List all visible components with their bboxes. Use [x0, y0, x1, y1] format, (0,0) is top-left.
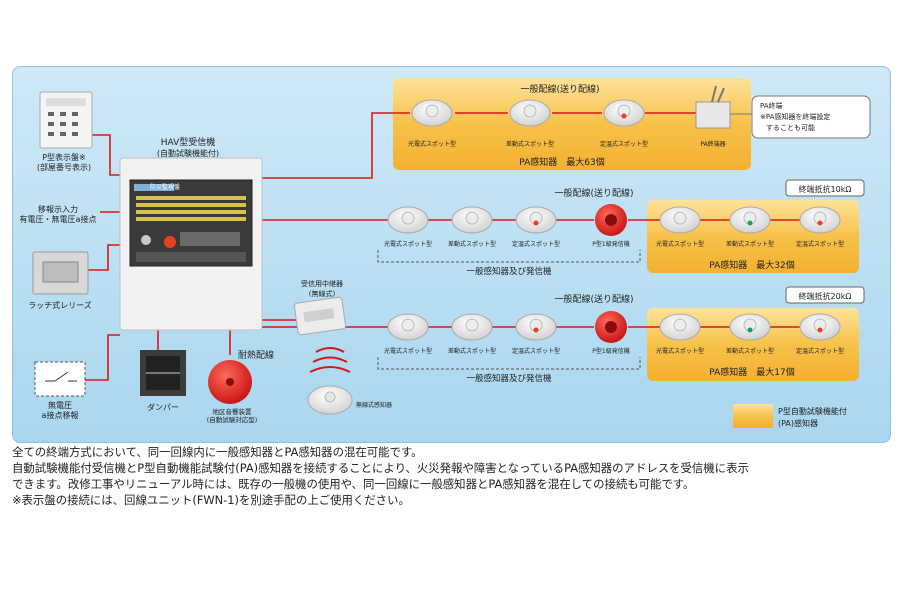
receiver [119, 157, 263, 331]
receiver-subtitle: (自動試験機能付) [157, 148, 219, 158]
line2-terminal: 終端抵抗10kΩ [799, 184, 852, 194]
device-label: 差動式スポット型 [448, 347, 496, 355]
detector-icon [729, 206, 771, 234]
line1-pa-label: PA感知器 最大63個 [519, 156, 604, 168]
detector-icon [515, 206, 557, 234]
device-label: 差動式スポット型 [726, 347, 774, 355]
receiver-screen-title: 防災監視盤 [150, 183, 180, 191]
pa-note-1: PA終端 [760, 101, 783, 110]
wireless-waves [309, 347, 351, 373]
device-label: 光電式スポット型 [384, 240, 432, 248]
detector-icon [799, 206, 841, 234]
line2-header: 一般配線(送り配線) [554, 187, 633, 199]
bell [208, 360, 252, 404]
device-label: 定温式スポット型 [512, 347, 560, 355]
detector-icon [729, 313, 771, 341]
line3-general-label: 一般感知器及び発信機 [466, 373, 552, 384]
note-line: 自動試験機能付受信機とP型自動機能試験付(PA)感知器を接続することにより、火災… [12, 461, 749, 475]
device-label: 光電式スポット型 [384, 347, 432, 355]
line3-pa-label: PA感知器 最大17個 [709, 366, 794, 378]
p-display-sublabel: (部屋番号表示) [37, 162, 91, 172]
line3-terminal: 終端抵抗20kΩ [799, 291, 852, 301]
detector-icon [509, 99, 551, 127]
device-label: 光電式スポット型 [656, 240, 704, 248]
device-label: 定温式スポット型 [796, 240, 844, 248]
wireless-detector-label: 無線式感知器 [356, 401, 392, 409]
detector-icon [411, 99, 453, 127]
detector-icon [515, 313, 557, 341]
device-label: 光電式スポット型 [656, 347, 704, 355]
bracket-line3 [377, 357, 641, 370]
note-line: ※表示盤の接続には、回線ユニット(FWN-1)を別途手配の上ご使用ください。 [12, 493, 410, 507]
device-label: 定温式スポット型 [796, 347, 844, 355]
detector-icon [451, 206, 493, 234]
terminal-box-20k [785, 286, 865, 304]
detector-icon [451, 313, 493, 341]
line2-general-label: 一般感知器及び発信機 [466, 266, 552, 277]
latch-relay-label: ラッチ式レリーズ [28, 300, 92, 310]
device-label: PA終端器 [700, 140, 725, 148]
note-line: できます。改修工事やリニューアル時には、既存の一般機の使用や、同一回線に一般感知… [12, 477, 695, 491]
detector-icon [799, 313, 841, 341]
device-label: 差動式スポット型 [726, 240, 774, 248]
p-display [39, 91, 93, 149]
wireless-relay [293, 296, 347, 336]
pa-note-3: することも可能 [766, 123, 815, 132]
transfer-label-1: 移報示入力 [38, 204, 78, 214]
line1-header: 一般配線(送り配線) [520, 83, 599, 95]
device-label: 定温式スポット型 [512, 240, 560, 248]
device-label: 光電式スポット型 [408, 140, 456, 148]
pa-note-2: ※PA感知器を終端設定 [760, 112, 830, 121]
device-label: 差動式スポット型 [506, 140, 554, 148]
pa-area-line1 [393, 78, 751, 170]
terminal-box-10k [785, 179, 865, 197]
relay-label-2: (無線式) [309, 289, 336, 298]
wireless-detector [307, 385, 353, 415]
latch-relay [32, 251, 89, 295]
detector-icon [603, 99, 645, 127]
pa-terminal-device [695, 85, 731, 129]
device-label: 定温式スポット型 [600, 140, 648, 148]
notes: 全ての終端方式において、同一回線内に一般感知器とPA感知器の混在可能です。 自動… [12, 444, 892, 508]
note-line: 全ての終端方式において、同一回線内に一般感知器とPA感知器の混在可能です。 [12, 445, 423, 459]
legend-swatch [733, 404, 773, 428]
damper-label: ダンパー [147, 402, 179, 412]
no-voltage-label-2: a接点移報 [42, 410, 79, 420]
legend-line-2: (PA)感知器 [778, 418, 818, 428]
detector-icon [659, 206, 701, 234]
transfer-label-2: 有電圧・無電圧a接点 [20, 214, 97, 224]
fireproof-label: 耐熱配線 [238, 349, 274, 361]
device-label: 差動式スポット型 [448, 240, 496, 248]
legend-line-1: P型自動試験機能付 [778, 406, 847, 416]
no-voltage-contact [34, 361, 86, 397]
receiver-title: HAV型受信機 [161, 136, 216, 148]
bell-label-2: (自動試験対応型) [207, 415, 258, 424]
pa-terminal-note-box [751, 95, 871, 139]
line3-header: 一般配線(送り配線) [554, 293, 633, 305]
device-label: P型1級発信機 [592, 240, 629, 248]
manual-call-point-icon [595, 204, 627, 236]
detector-icon [387, 313, 429, 341]
p-display-label: P型表示盤※ [42, 152, 86, 162]
damper [140, 350, 186, 396]
manual-call-point-icon [595, 311, 627, 343]
detector-icon [659, 313, 701, 341]
device-label: P型1級発信機 [592, 347, 629, 355]
bell-label-1: 地区音響装置 [213, 407, 253, 416]
line2-pa-label: PA感知器 最大32個 [709, 259, 794, 271]
relay-label-1: 受信用中継器 [301, 279, 343, 288]
detector-icon [387, 206, 429, 234]
no-voltage-label-1: 無電圧 [48, 400, 72, 410]
bracket-line2 [377, 250, 641, 263]
